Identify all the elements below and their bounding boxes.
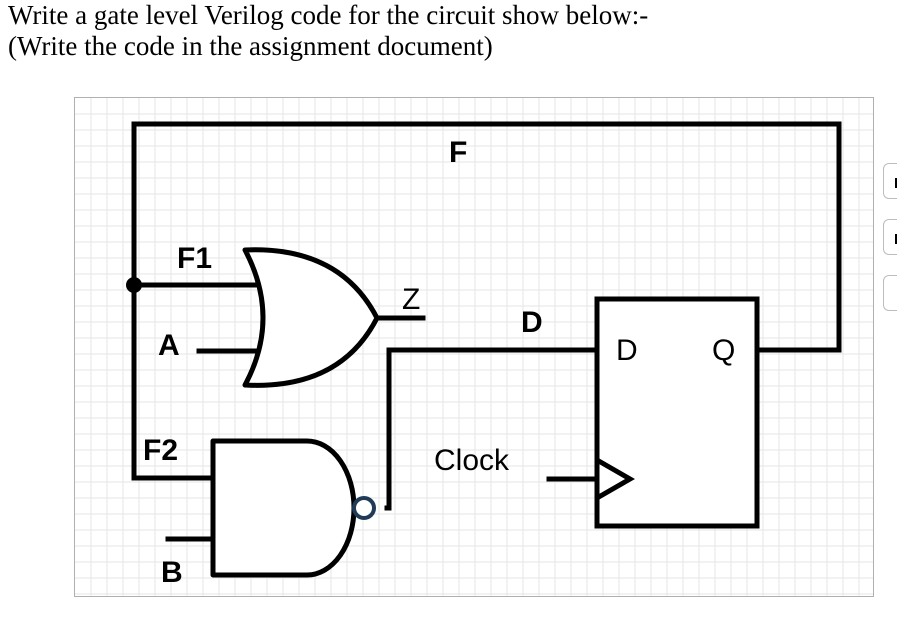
nand-bubble bbox=[352, 496, 376, 520]
label-f1: F1 bbox=[177, 242, 212, 275]
wires bbox=[131, 121, 842, 542]
question-line-2: (Write the code in the assignment docume… bbox=[8, 31, 493, 61]
side-tab-1-mark bbox=[895, 178, 897, 188]
or-gate bbox=[242, 247, 380, 388]
side-tab-2-mark bbox=[895, 234, 897, 244]
label-b: B bbox=[161, 556, 183, 589]
d-flip-flop bbox=[594, 296, 760, 529]
label-z: Z bbox=[402, 283, 420, 316]
circuit-diagram: F F1 A Z D F2 B Clock D Q bbox=[74, 97, 874, 597]
side-tab-3[interactable] bbox=[883, 275, 897, 311]
nand-gate bbox=[210, 438, 357, 578]
clock-triangle bbox=[595, 457, 636, 501]
label-f2: F2 bbox=[143, 434, 178, 467]
nand-to-ff-wire bbox=[384, 347, 600, 511]
label-clock: Clock bbox=[434, 444, 510, 477]
question-line-1: Write a gate level Verilog code for the … bbox=[8, 0, 649, 30]
feedback-wire bbox=[131, 121, 842, 481]
label-ff-q: Q bbox=[712, 334, 735, 367]
side-tab-1[interactable] bbox=[883, 163, 897, 199]
question-text: Write a gate level Verilog code for the … bbox=[8, 0, 648, 62]
label-a: A bbox=[158, 329, 180, 362]
label-feedback: F bbox=[449, 136, 467, 169]
label-d-wire: D bbox=[521, 306, 543, 339]
circuit-svg: F F1 A Z D F2 B Clock D Q bbox=[75, 98, 873, 596]
junction-dot bbox=[126, 277, 142, 293]
label-ff-d: D bbox=[616, 334, 638, 367]
side-tab-2[interactable] bbox=[883, 219, 897, 255]
side-tabs bbox=[883, 163, 897, 323]
